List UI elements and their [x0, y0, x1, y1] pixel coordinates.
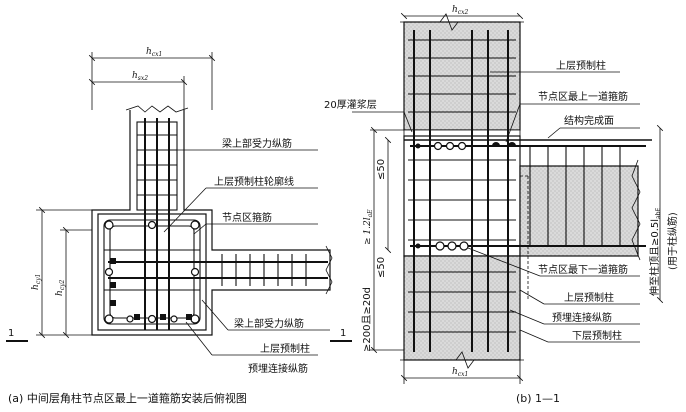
dim-le50-top: ≤50 [376, 159, 387, 180]
label-upper-column: 上层预制柱 [260, 342, 310, 355]
dim-hcx1: hcx1 [146, 47, 162, 58]
bottom-stirrup-dots [435, 241, 469, 251]
column-stirrups [408, 39, 516, 333]
label-embedded-bars-section: 预埋连接纵筋 [552, 311, 612, 324]
beam-stirrups [221, 254, 307, 286]
bottom-stirrup-bar-ends [415, 243, 421, 249]
label-top-stirrup: 节点区最上一道箍筋 [538, 90, 628, 103]
stem-long-bars [144, 118, 170, 330]
label-beam-top-bars-b: 梁上部受力纵筋 [234, 317, 304, 330]
section-leader-lines [352, 71, 640, 343]
joint-corner-bars [104, 220, 200, 324]
dim-hcy2: hcy2 [55, 279, 66, 296]
dim-le50-bottom: ≤50 [376, 257, 387, 278]
section-dimension-lines [370, 12, 664, 384]
plan-leader-lines [160, 149, 330, 356]
dim-hsx2: hsx2 [132, 71, 148, 82]
label-beam-top-bars-a: 梁上部受力纵筋 [222, 137, 292, 150]
plan-view-figure: hcx1 hsx2 hcy1 hcy2 1 1 梁上部受力纵筋 上层预制柱轮廓线… [6, 47, 352, 405]
grout-layer [403, 129, 521, 137]
embedded-bar-ends [110, 258, 192, 320]
top-stirrup-dots [433, 141, 467, 151]
section-view-figure: hcx2 hcx1 ≤50 ≥ 1.2laE ≤50 ≥200且≥20d 伸至柱… [324, 5, 679, 405]
joint-region [403, 135, 521, 257]
label-grout-layer: 20厚灌浆层 [324, 98, 377, 111]
dim-hcy1: hcy1 [31, 274, 42, 290]
label-upper-column-section: 上层预制柱 [556, 59, 606, 72]
label-joint-stirrup: 节点区箍筋 [222, 211, 272, 224]
caption-a: (a) 中间层角柱节点区最上一道箍筋安装后俯视图 [8, 391, 247, 405]
dim-extend-b: (用于柱纵筋) [666, 212, 679, 270]
dimension-lines [36, 52, 216, 339]
caption-b: (b) 1—1 [516, 392, 560, 405]
section-mark-right: 1 [330, 328, 352, 342]
joint-core-outline [97, 213, 207, 331]
label-finished-surface: 结构完成面 [564, 114, 614, 127]
dim-lead-12: ≥ 1.2laE [363, 209, 374, 245]
label-embedded-bars: 预埋连接纵筋 [248, 362, 308, 375]
label-upper-column-b: 上层预制柱 [564, 291, 614, 304]
joint-stirrups [103, 219, 201, 325]
dim-ge200: ≥200且≥20d [361, 287, 373, 352]
label-lower-column: 下层预制柱 [572, 329, 622, 342]
precast-beam [519, 165, 639, 257]
label-bottom-stirrup: 节点区最下一道箍筋 [538, 263, 628, 276]
dim-hcx2-section: hcx2 [452, 5, 469, 16]
svg-text:1: 1 [8, 328, 14, 339]
section-mark-left: 1 [6, 328, 28, 342]
lower-precast-column [403, 255, 521, 361]
label-upper-column-outline: 上层预制柱轮廓线 [214, 175, 294, 188]
top-stirrup-bar-ends [415, 142, 516, 149]
dim-extend-a: 伸至柱顶且≥0.5labE [648, 207, 662, 296]
beam-stirrups-section [529, 146, 621, 246]
beam-long-bars [108, 261, 328, 279]
svg-text:1: 1 [340, 328, 346, 339]
dim-hcx1-section: hcx1 [452, 367, 468, 378]
upper-column-outline [91, 110, 331, 336]
column-long-bars [413, 30, 509, 352]
